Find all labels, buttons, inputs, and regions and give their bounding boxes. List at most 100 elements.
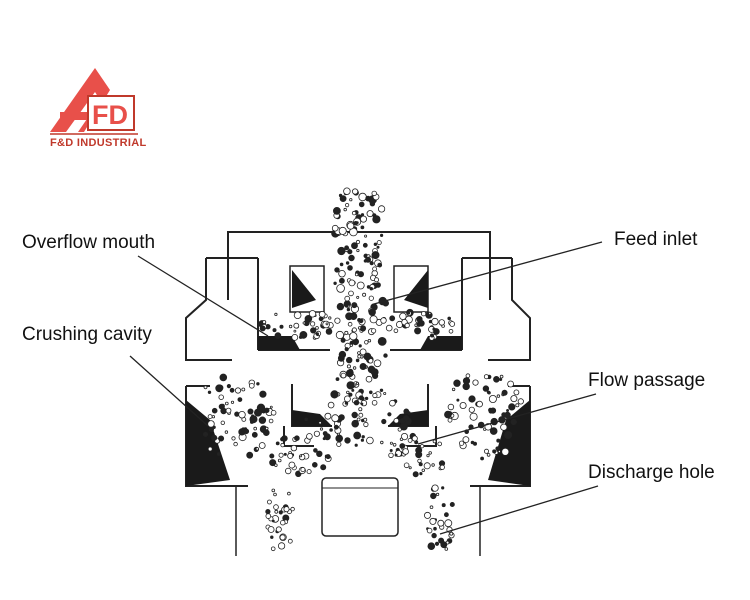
particle [415,451,423,459]
particle [267,526,275,533]
particle [243,428,250,435]
particle [348,290,354,297]
particle [344,437,351,444]
particle [440,541,448,549]
particle [211,434,218,441]
particle [211,407,218,414]
particle [269,459,277,467]
particle [359,362,367,370]
particle [369,200,376,207]
particle [431,317,439,326]
particle [256,403,266,412]
particle [414,327,422,335]
particle [273,504,279,510]
particle [347,304,351,308]
particle [489,407,497,414]
particle [358,201,365,208]
particle [368,390,373,395]
particle [241,387,246,392]
particle [253,426,258,431]
particle [335,377,340,382]
particle [451,387,456,392]
particle [513,389,520,396]
particle [360,438,364,442]
particle [218,435,225,442]
particle [346,222,355,230]
particle [278,510,283,515]
particle [316,450,323,457]
particle [351,210,357,216]
particle [383,391,387,395]
particle [287,452,294,459]
particle [338,270,346,278]
particle [406,311,411,315]
particle [432,439,437,444]
particle [377,262,383,268]
particle [441,486,445,490]
particle [290,444,298,452]
particle [247,408,254,415]
particle [351,242,358,250]
particle [363,421,369,428]
particle [339,262,344,267]
particle [311,461,318,468]
particle [347,368,354,375]
particle [344,347,349,352]
particle [360,402,364,406]
particle [373,242,378,246]
particle [308,310,317,318]
particle [370,368,379,377]
particle [281,435,288,442]
particle [431,463,435,467]
particle [499,374,504,379]
particle [230,400,235,404]
particle [333,424,339,430]
material-particles [202,187,524,552]
particle [277,542,286,550]
particle [332,206,341,215]
particle [381,418,387,425]
particle [419,444,425,449]
particle [510,418,517,426]
particle [338,350,347,359]
particle [356,248,360,253]
particle [428,319,433,324]
particle [379,388,384,392]
particle [333,281,337,285]
particle [278,452,284,458]
particle [202,431,209,437]
particle [344,295,351,302]
particle [300,467,306,473]
particle [357,326,362,330]
particle [361,435,365,439]
logo-fd-box [87,95,135,131]
particle [472,379,479,386]
particle [335,330,344,340]
particle [495,446,500,451]
particle [376,245,380,249]
particle [402,448,409,455]
particle [486,453,491,457]
particle [365,375,373,383]
particle [265,513,272,519]
particle [492,449,497,454]
particle [327,401,335,409]
particle [437,519,445,527]
particle [304,417,309,422]
particle [444,410,452,419]
particle [358,407,363,412]
particle [444,547,449,551]
particle [344,203,350,208]
particle [486,390,491,394]
particle [280,442,285,448]
particle [272,328,277,333]
particle [346,307,351,312]
particle [318,316,324,322]
particle [430,492,437,500]
particle [279,534,286,541]
particle [357,354,362,359]
particle [497,449,501,453]
particle [447,417,453,423]
particle [389,448,393,452]
particle [355,381,359,385]
